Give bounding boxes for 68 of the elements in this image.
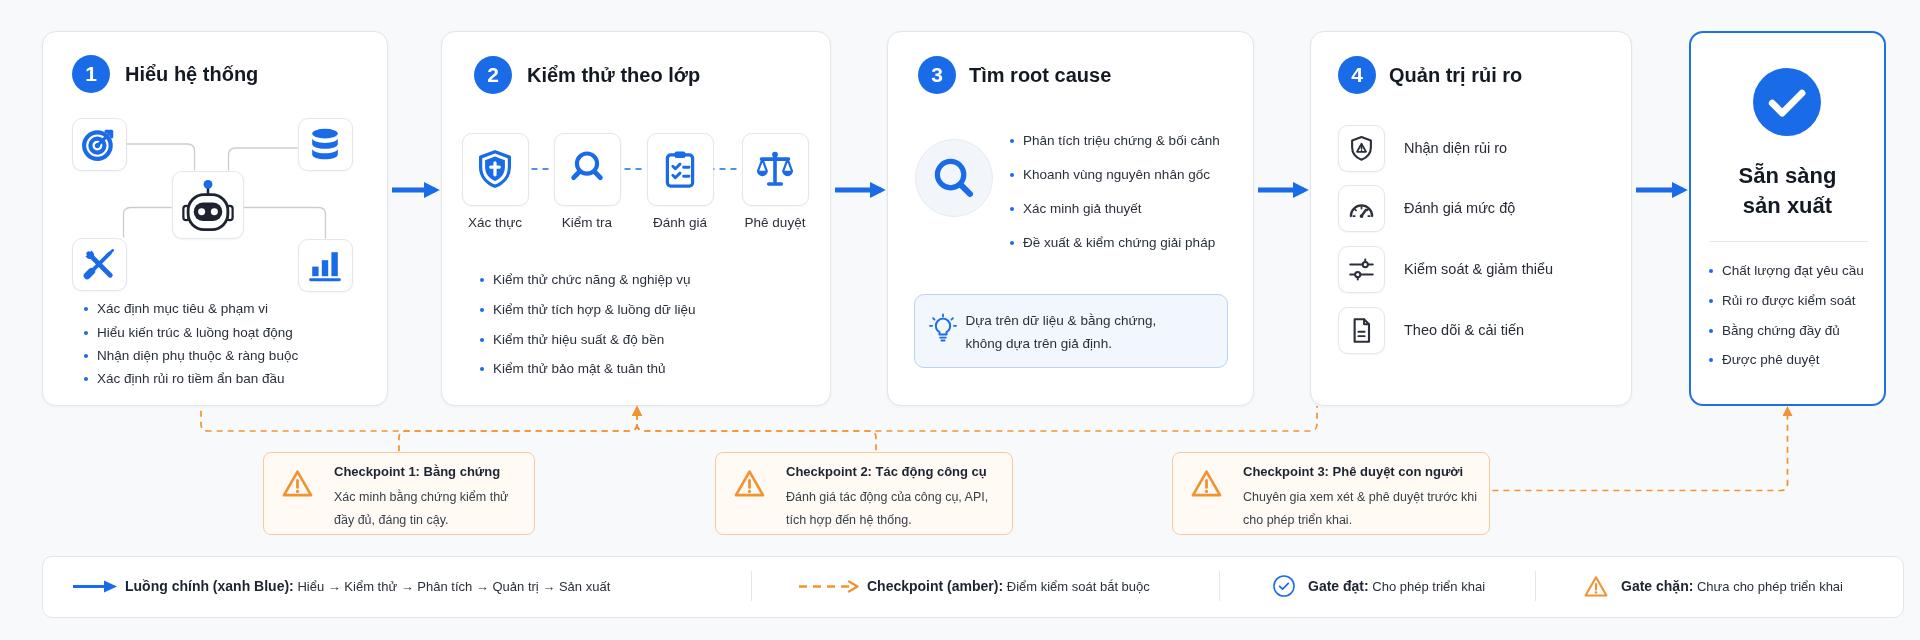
checkpoint-title: Checkpoint 1: Bằng chứng xyxy=(334,463,501,481)
result-card xyxy=(1689,31,1886,406)
checkpoint-title: Checkpoint 2: Tác động công cụ xyxy=(786,463,987,481)
checkpoint-card xyxy=(1172,452,1490,535)
step-label: Đánh giá xyxy=(651,213,708,232)
legend-text: Gate đạt: Cho phép triển khai xyxy=(1308,577,1486,596)
step-title: Kiểm thử theo lớp xyxy=(527,63,701,87)
bullet-item: Kiểm thử chức năng & nghiệp vụ xyxy=(479,271,691,289)
step-card xyxy=(1310,31,1632,406)
list-item: Đánh giá mức độ xyxy=(1404,199,1516,218)
bullet-item: Xác định mục tiêu & phạm vi xyxy=(83,300,269,318)
bullet-item: Khoanh vùng nguyên nhân gốc xyxy=(1009,166,1210,184)
connector-line xyxy=(227,147,299,172)
arrow xyxy=(1636,182,1688,198)
checkpoint-card xyxy=(715,452,1013,535)
connector-line xyxy=(122,206,173,239)
bullet-item: Rủi ro được kiểm soát xyxy=(1708,292,1856,310)
bullet-item: Đề xuất & kiểm chứng giải pháp xyxy=(1009,234,1216,252)
bullet-item: Kiểm thử tích hợp & luồng dữ liệu xyxy=(479,301,696,319)
connector-line xyxy=(125,143,196,172)
legend-text: Gate chặn: Chưa cho phép triển khai xyxy=(1621,577,1843,596)
note-box xyxy=(913,293,1228,368)
step-number: 4 xyxy=(1338,56,1376,94)
dashed-arrow xyxy=(1489,406,1793,492)
step-label: Phê duyệt xyxy=(743,213,807,232)
bullet-item: Chất lượng đạt yêu cầu xyxy=(1708,262,1864,280)
target-icon xyxy=(71,117,127,171)
bullet-item: Nhận diện phụ thuộc & ràng buộc xyxy=(83,347,299,365)
step-title: Tìm root cause xyxy=(969,63,1112,87)
checkpoint-text: Xác minh bằng chứng kiểm thử đầy đủ, đáng tin cậy. xyxy=(334,488,510,529)
checkpoint-text: Chuyên gia xem xét & phê duyệt trước khi cho phép triển khai. xyxy=(1243,489,1479,529)
robot-icon xyxy=(171,170,244,239)
step-title: Quản trị rủi ro xyxy=(1389,63,1523,87)
arrow xyxy=(1258,182,1309,198)
dashed-arrow xyxy=(632,405,1318,432)
legend-text: Checkpoint (amber): Điểm kiểm soát bắt buộc xyxy=(867,577,1150,596)
bullet-item: Bằng chứng đầy đủ xyxy=(1708,322,1840,340)
step-number: 1 xyxy=(72,55,110,93)
database-icon xyxy=(297,117,353,171)
arrow xyxy=(392,182,440,198)
list-item: Kiểm soát & giảm thiểu xyxy=(1404,260,1554,279)
tools-icon xyxy=(71,237,127,291)
step-card xyxy=(42,31,388,406)
step-title: Hiểu hệ thống xyxy=(125,62,259,86)
bullet-item: Xác định rủi ro tiềm ẩn ban đầu xyxy=(83,370,285,388)
list-item: Nhận diện rủi ro xyxy=(1404,139,1508,158)
step-label: Xác thực xyxy=(466,213,524,232)
step-card xyxy=(441,31,831,406)
checkpoint-card xyxy=(263,452,535,535)
bullet-item: Xác minh giả thuyết xyxy=(1009,200,1142,218)
step-number: 3 xyxy=(918,56,956,94)
list-item: Theo dõi & cải tiến xyxy=(1404,321,1525,340)
bullet-item: Kiểm thử bảo mật & tuân thủ xyxy=(479,360,666,378)
bullet-item: Phân tích triệu chứng & bối cảnh xyxy=(1009,132,1220,150)
step-card xyxy=(887,31,1254,406)
bullet-item: Được phê duyệt xyxy=(1708,351,1820,369)
bar-chart-icon xyxy=(297,238,353,292)
checkpoint-title: Checkpoint 3: Phê duyệt con người xyxy=(1243,463,1464,481)
connector-line xyxy=(242,206,327,240)
bullet-item: Hiểu kiến trúc & luồng hoạt động xyxy=(83,324,293,342)
checkpoint-text: Đánh giá tác động của công cụ, API, tích hợp đến hệ thống. xyxy=(786,489,990,529)
legend-text: Luồng chính (xanh Blue): Hiểu → Kiểm thử → Phân tích → Quản trị → Sản xuất xyxy=(125,577,611,596)
arrow xyxy=(835,182,886,198)
bullet-item: Kiểm thử hiệu suất & độ bền xyxy=(479,331,665,349)
note-text: Dựa trên dữ liệu & bằng chứng, không dựa trên giả định. xyxy=(965,311,1158,353)
step-number: 2 xyxy=(474,56,512,94)
step-label: Kiểm tra xyxy=(560,213,614,232)
result-title: Sẵn sàng sản xuất xyxy=(1737,162,1838,220)
